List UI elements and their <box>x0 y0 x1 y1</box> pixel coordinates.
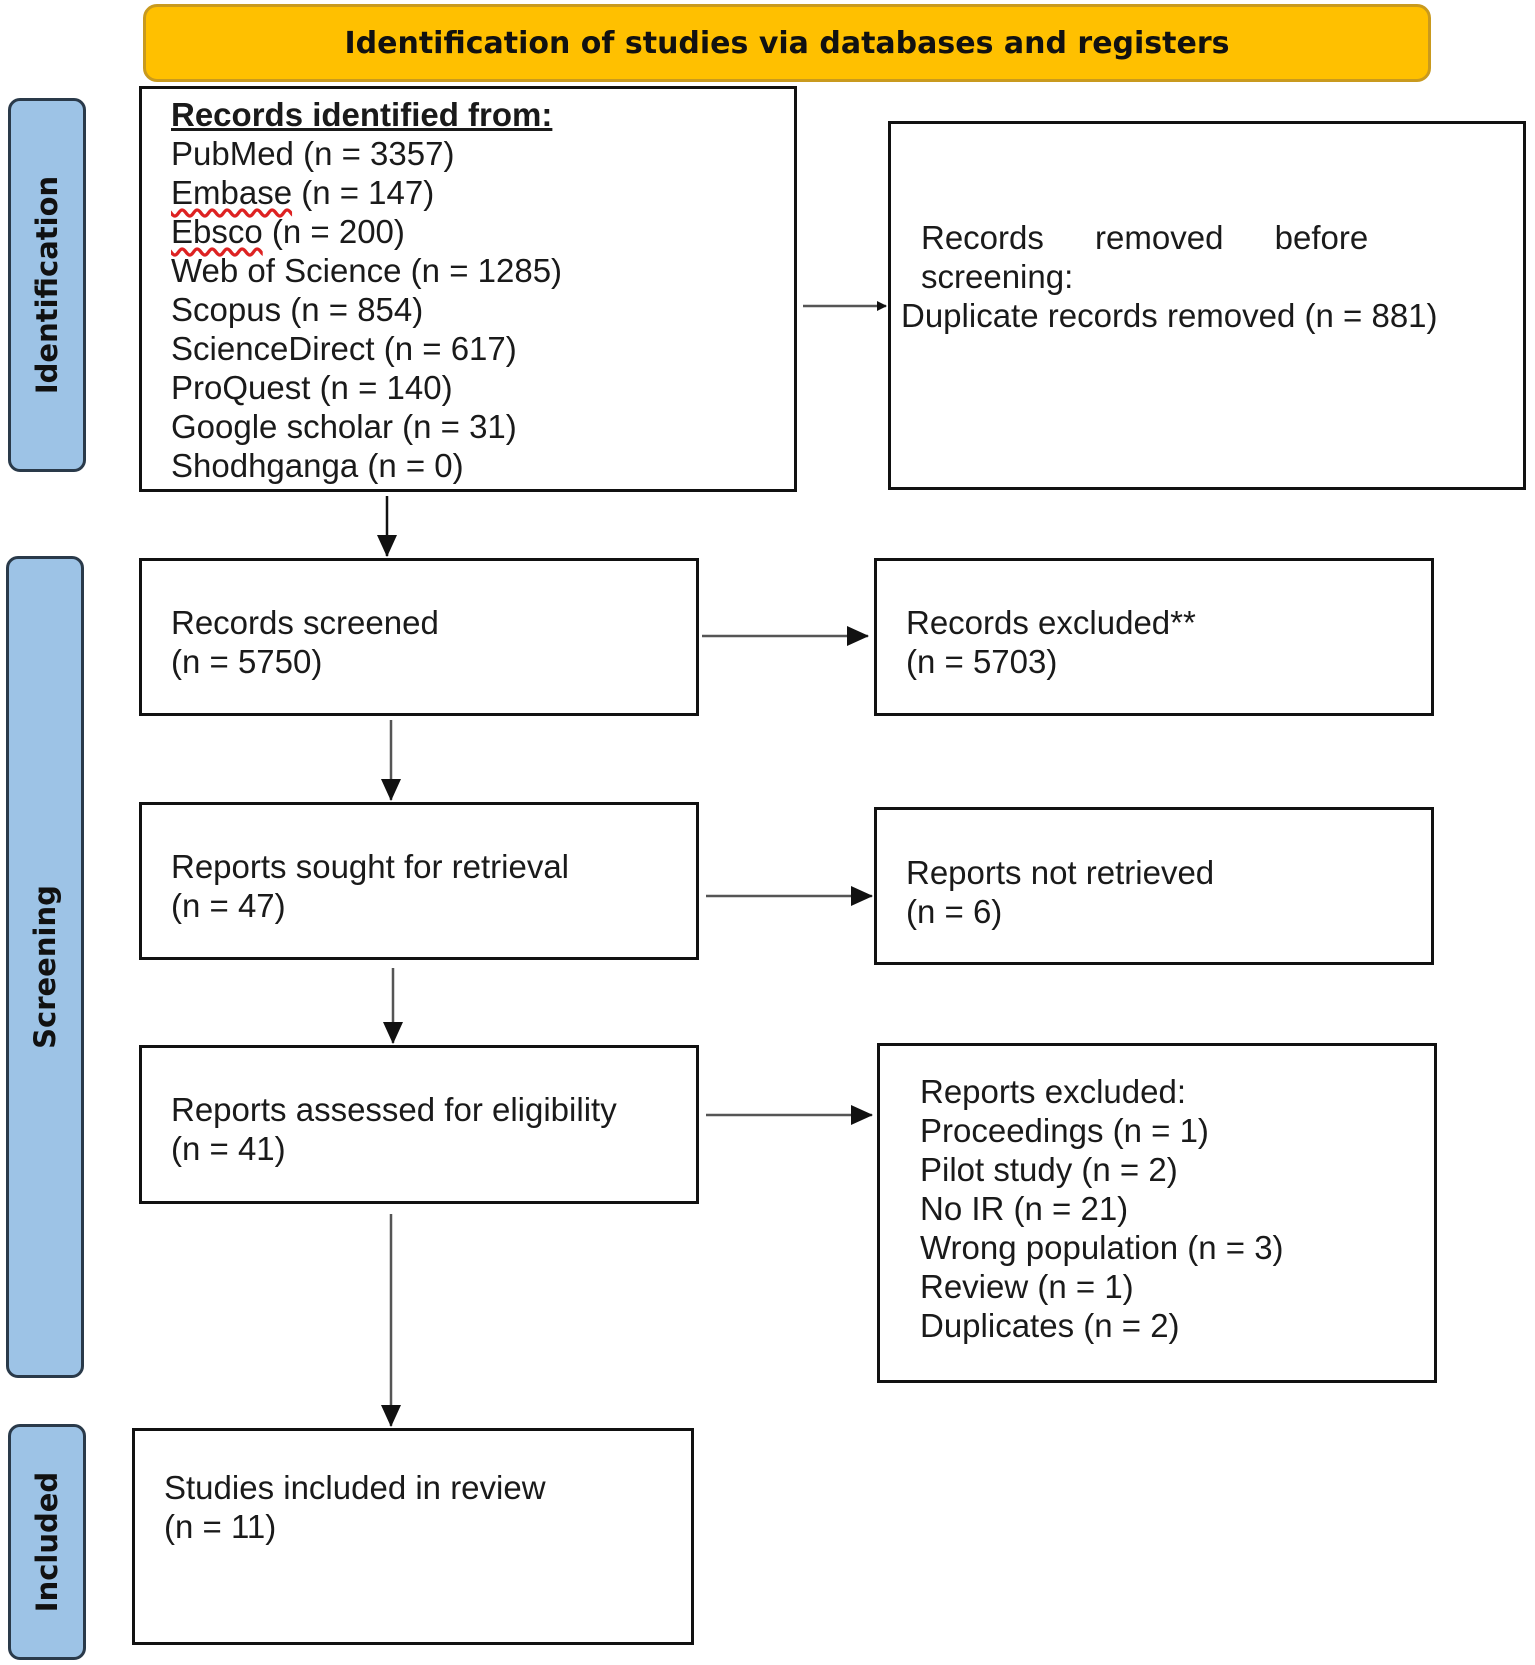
source-embase: Embase (n = 147) <box>171 174 435 211</box>
source-scopus: Scopus (n = 854) <box>171 291 424 328</box>
phase-identification: Identification <box>8 98 86 472</box>
diagram-header: Identification of studies via databases … <box>143 4 1431 82</box>
source-ebsco: Ebsco (n = 200) <box>171 213 405 250</box>
reports-excluded-box: Reports excluded: Proceedings (n = 1) Pi… <box>877 1043 1437 1383</box>
records-excluded-box: Records excluded** (n = 5703) <box>874 558 1434 716</box>
reports-sought-count: (n = 47) <box>171 887 286 924</box>
reports-not-retrieved-box: Reports not retrieved (n = 6) <box>874 807 1434 965</box>
phase-screening: Screening <box>6 556 84 1378</box>
records-removed-line2: screening: <box>921 258 1074 295</box>
phase-included: Included <box>8 1424 86 1660</box>
reports-not-retrieved-label: Reports not retrieved <box>906 854 1215 891</box>
records-screened-label: Records screened <box>171 604 439 641</box>
reports-assessed-box: Reports assessed for eligibility (n = 41… <box>139 1045 699 1204</box>
records-screened-count: (n = 5750) <box>171 643 323 680</box>
source-shodhganga: Shodhganga (n = 0) <box>171 447 464 484</box>
records-excluded-label: Records excluded** <box>906 604 1196 641</box>
header-title: Identification of studies via databases … <box>344 25 1230 61</box>
records-identified-heading: Records identified from: <box>171 96 553 133</box>
records-removed-line1: Records removed before <box>921 219 1369 256</box>
studies-included-label: Studies included in review <box>164 1469 546 1506</box>
studies-included-count: (n = 11) <box>164 1508 277 1545</box>
records-removed-line3: Duplicate records removed (n = 881) <box>901 297 1438 334</box>
source-google-scholar: Google scholar (n = 31) <box>171 408 517 445</box>
records-identified-box: Records identified from: PubMed (n = 335… <box>139 86 797 492</box>
reason-pilot-study: Pilot study (n = 2) <box>920 1151 1178 1188</box>
reports-assessed-label: Reports assessed for eligibility <box>171 1091 617 1128</box>
studies-included-box: Studies included in review (n = 11) <box>132 1428 694 1645</box>
spellcheck-word: Ebsco <box>171 213 263 250</box>
source-web-of-science: Web of Science (n = 1285) <box>171 252 563 289</box>
source-sciencedirect: ScienceDirect (n = 617) <box>171 330 517 367</box>
reports-not-retrieved-count: (n = 6) <box>906 893 1003 930</box>
records-excluded-count: (n = 5703) <box>906 643 1058 680</box>
reports-excluded-heading: Reports excluded: <box>920 1073 1186 1110</box>
reason-proceedings: Proceedings (n = 1) <box>920 1112 1209 1149</box>
source-pubmed: PubMed (n = 3357) <box>171 135 455 172</box>
spellcheck-word: Embase <box>171 174 293 211</box>
records-removed-box: Records removed before screening: Duplic… <box>888 121 1526 490</box>
records-screened-box: Records screened (n = 5750) <box>139 558 699 716</box>
reason-no-ir: No IR (n = 21) <box>920 1190 1129 1227</box>
reason-duplicates: Duplicates (n = 2) <box>920 1307 1180 1344</box>
reports-assessed-count: (n = 41) <box>171 1130 286 1167</box>
reports-sought-label: Reports sought for retrieval <box>171 848 570 885</box>
source-proquest: ProQuest (n = 140) <box>171 369 453 406</box>
reports-sought-box: Reports sought for retrieval (n = 47) <box>139 802 699 960</box>
reason-review: Review (n = 1) <box>920 1268 1134 1305</box>
reason-wrong-population: Wrong population (n = 3) <box>920 1229 1284 1266</box>
